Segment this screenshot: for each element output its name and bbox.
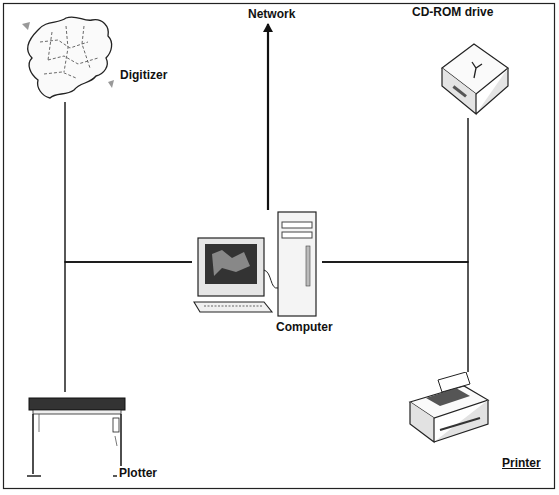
device-label: Computer [274, 320, 335, 334]
computer-device: Computer [192, 210, 322, 320]
digitizer-device: Digitizer [18, 12, 118, 102]
network-arrow [267, 24, 269, 210]
digitizer-icon [18, 12, 118, 102]
cable-line [65, 262, 192, 392]
device-label: Printer [500, 456, 543, 470]
plotter-device: Plotter [25, 392, 130, 480]
cdrom-icon [432, 38, 512, 118]
device-label: Plotter [117, 466, 159, 480]
printer-icon [400, 372, 495, 446]
device-label: CD-ROM drive [410, 5, 495, 19]
cable-line [65, 102, 192, 262]
cdrom-device: CD-ROM drive [432, 38, 512, 118]
printer-device: Printer [400, 372, 495, 446]
device-label: Digitizer [118, 68, 169, 82]
network-target: Network [246, 4, 297, 22]
device-label: Network [246, 7, 297, 21]
computer-icon [192, 210, 322, 320]
plotter-icon [25, 392, 130, 480]
cable-line [322, 118, 468, 262]
cable-line [322, 262, 468, 372]
